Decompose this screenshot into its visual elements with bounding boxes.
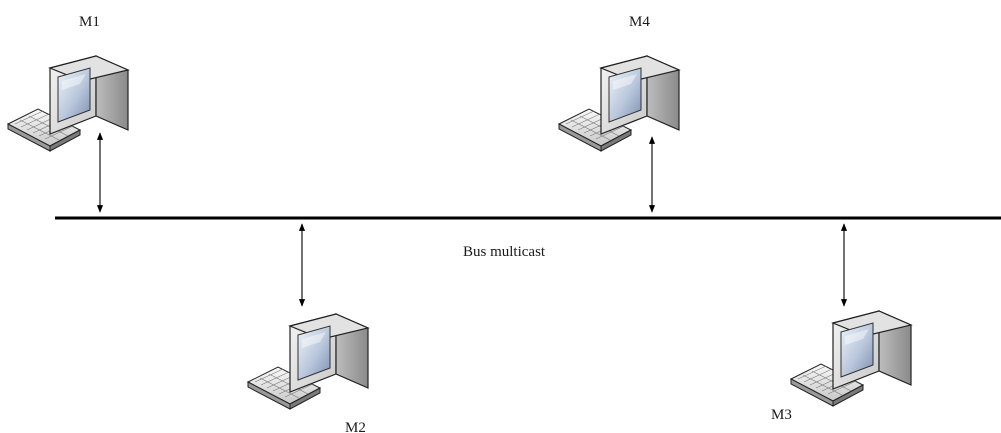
- machine-label-m2: M2: [345, 420, 366, 433]
- machine-m1: M1: [7, 14, 129, 213]
- machine-label-m3: M3: [771, 407, 792, 423]
- machine-m4: M4: [558, 14, 680, 213]
- computer-icon: [7, 55, 129, 152]
- machine-m2: M2: [247, 223, 369, 433]
- bus-label: Bus multicast: [463, 244, 546, 260]
- computer-icon: [558, 55, 680, 152]
- computer-icon: [790, 310, 912, 407]
- machine-label-m4: M4: [629, 14, 650, 30]
- computer-icon: [247, 313, 369, 410]
- machine-label-m1: M1: [79, 14, 100, 30]
- machine-m3: M3: [771, 223, 912, 423]
